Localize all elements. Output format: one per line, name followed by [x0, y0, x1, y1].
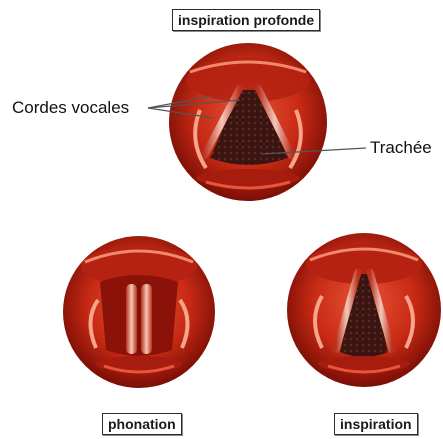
- callout-trachea: Trachée: [370, 138, 432, 158]
- label-inspiration: inspiration: [334, 413, 418, 435]
- larynx-deep-inspiration: [169, 43, 327, 201]
- larynx-phonation: [63, 236, 215, 388]
- callout-vocal-cords: Cordes vocales: [12, 98, 129, 118]
- label-phonation: phonation: [102, 413, 182, 435]
- label-deep-inspiration: inspiration profonde: [172, 9, 320, 31]
- larynx-inspiration: [287, 233, 441, 387]
